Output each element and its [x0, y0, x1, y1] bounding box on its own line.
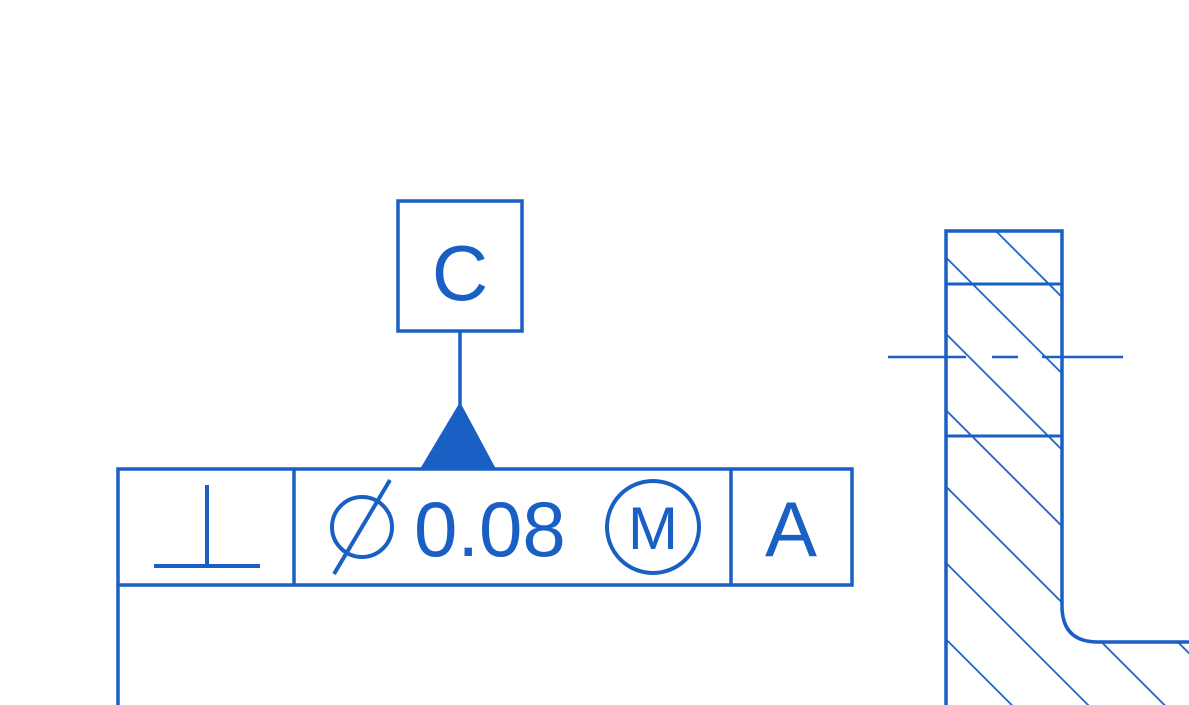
- part-section-view: [888, 229, 1189, 705]
- datum-feature-symbol: C: [396, 199, 524, 469]
- tolerance-value: 0.08: [414, 485, 566, 573]
- datum-label: C: [432, 229, 488, 317]
- modifier-letter: M: [628, 495, 678, 562]
- part-outline: [944, 229, 1189, 705]
- diameter-icon: [330, 478, 394, 576]
- section-hatch-pattern: [946, 231, 1189, 705]
- modifier-circle: [605, 479, 701, 575]
- feature-control-frame: 0.08 M A: [116, 467, 854, 587]
- material-modifier-symbol: M: [605, 479, 701, 575]
- datum-reference: A: [765, 485, 817, 573]
- frame-border: [116, 467, 854, 587]
- datum-triangle-icon: [420, 402, 496, 469]
- perpendicularity-icon: [154, 485, 260, 568]
